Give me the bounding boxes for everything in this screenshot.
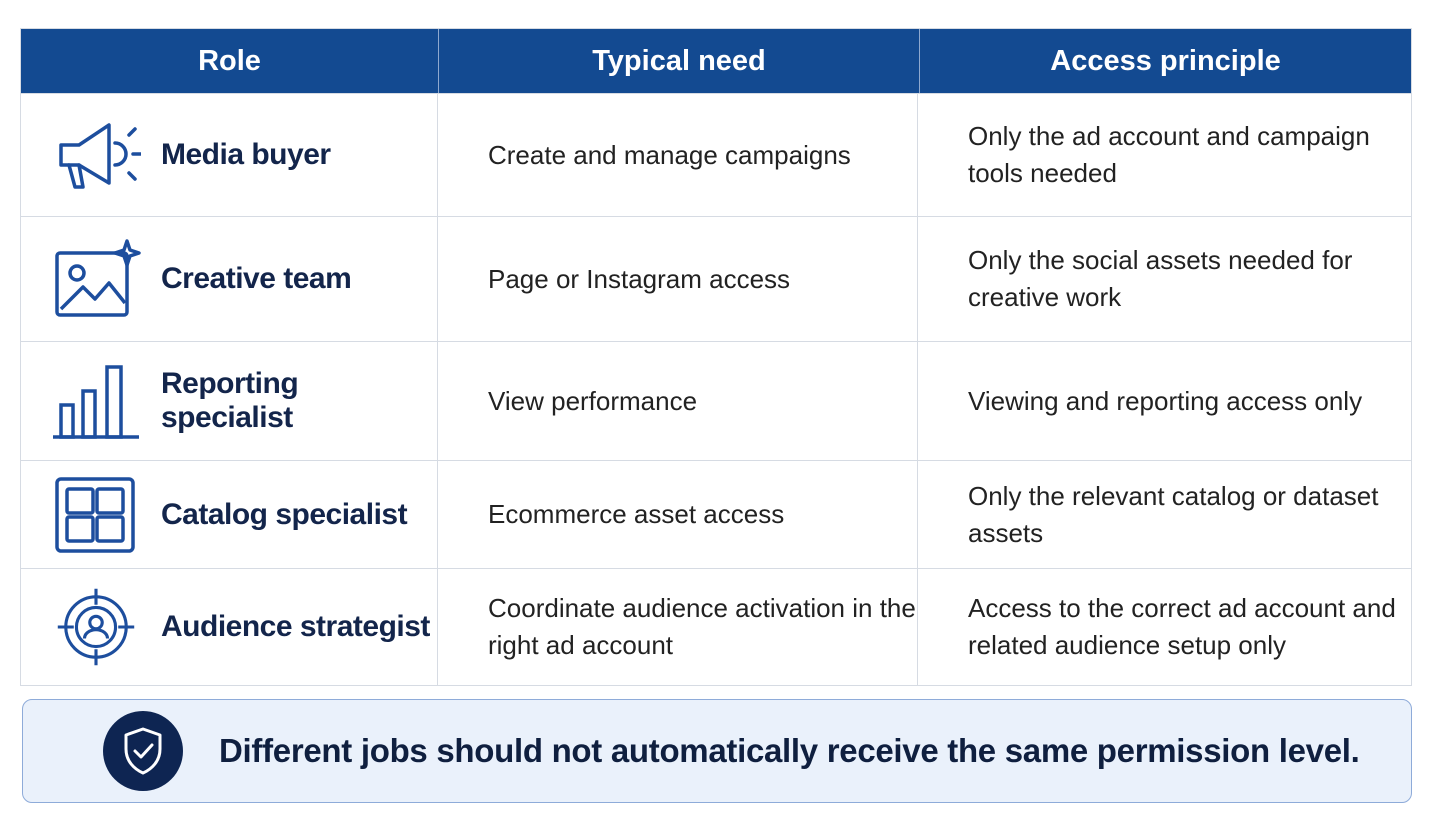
table-row: Creative team Page or Instagram access O…: [21, 216, 1411, 341]
grid-icon: [55, 476, 135, 553]
principle-cell: Only the ad account and campaign tools n…: [968, 121, 1370, 188]
role-name: Catalog specialist: [161, 497, 408, 531]
need-cell: Page or Instagram access: [438, 217, 918, 341]
table-row: Audience strategist Coordinate audience …: [21, 568, 1411, 685]
megaphone-icon: [59, 123, 141, 189]
table-row: Reporting specialist View performance Vi…: [21, 341, 1411, 460]
bar-chart-icon: [53, 365, 139, 439]
principle-cell: Viewing and reporting access only: [968, 385, 1363, 416]
table-row: Media buyer Create and manage campaigns …: [21, 93, 1411, 216]
table-header: Role Typical need Access principle: [21, 29, 1411, 93]
principle-cell: Access to the correct ad account and rel…: [968, 593, 1396, 660]
key-message-banner: Different jobs should not automatically …: [22, 699, 1412, 803]
principle-cell: Only the social assets needed for creati…: [968, 245, 1353, 312]
role-name: Media buyer: [161, 138, 331, 171]
role-name: Reporting specialist: [161, 367, 299, 434]
need-cell: Create and manage campaigns: [438, 94, 918, 216]
shield-check-icon: [103, 711, 183, 791]
need-cell: View performance: [438, 342, 918, 460]
need-cell: Ecommerce asset access: [438, 461, 918, 568]
need-cell: Coordinate audience activation in the ri…: [438, 569, 918, 685]
role-name: Audience strategist: [161, 610, 430, 643]
banner-text: Different jobs should not automatically …: [219, 732, 1360, 769]
header-role: Role: [21, 29, 439, 93]
image-sparkle-icon: [55, 239, 141, 317]
principle-cell: Only the relevant catalog or dataset ass…: [968, 480, 1379, 548]
roles-table: Role Typical need Access principle Media…: [20, 28, 1412, 686]
table-row: Catalog specialist Ecommerce asset acces…: [21, 460, 1411, 568]
role-name: Creative team: [161, 262, 352, 295]
target-user-icon: [57, 588, 135, 666]
header-principle: Access principle: [1050, 44, 1281, 77]
header-need: Typical need: [439, 29, 920, 93]
